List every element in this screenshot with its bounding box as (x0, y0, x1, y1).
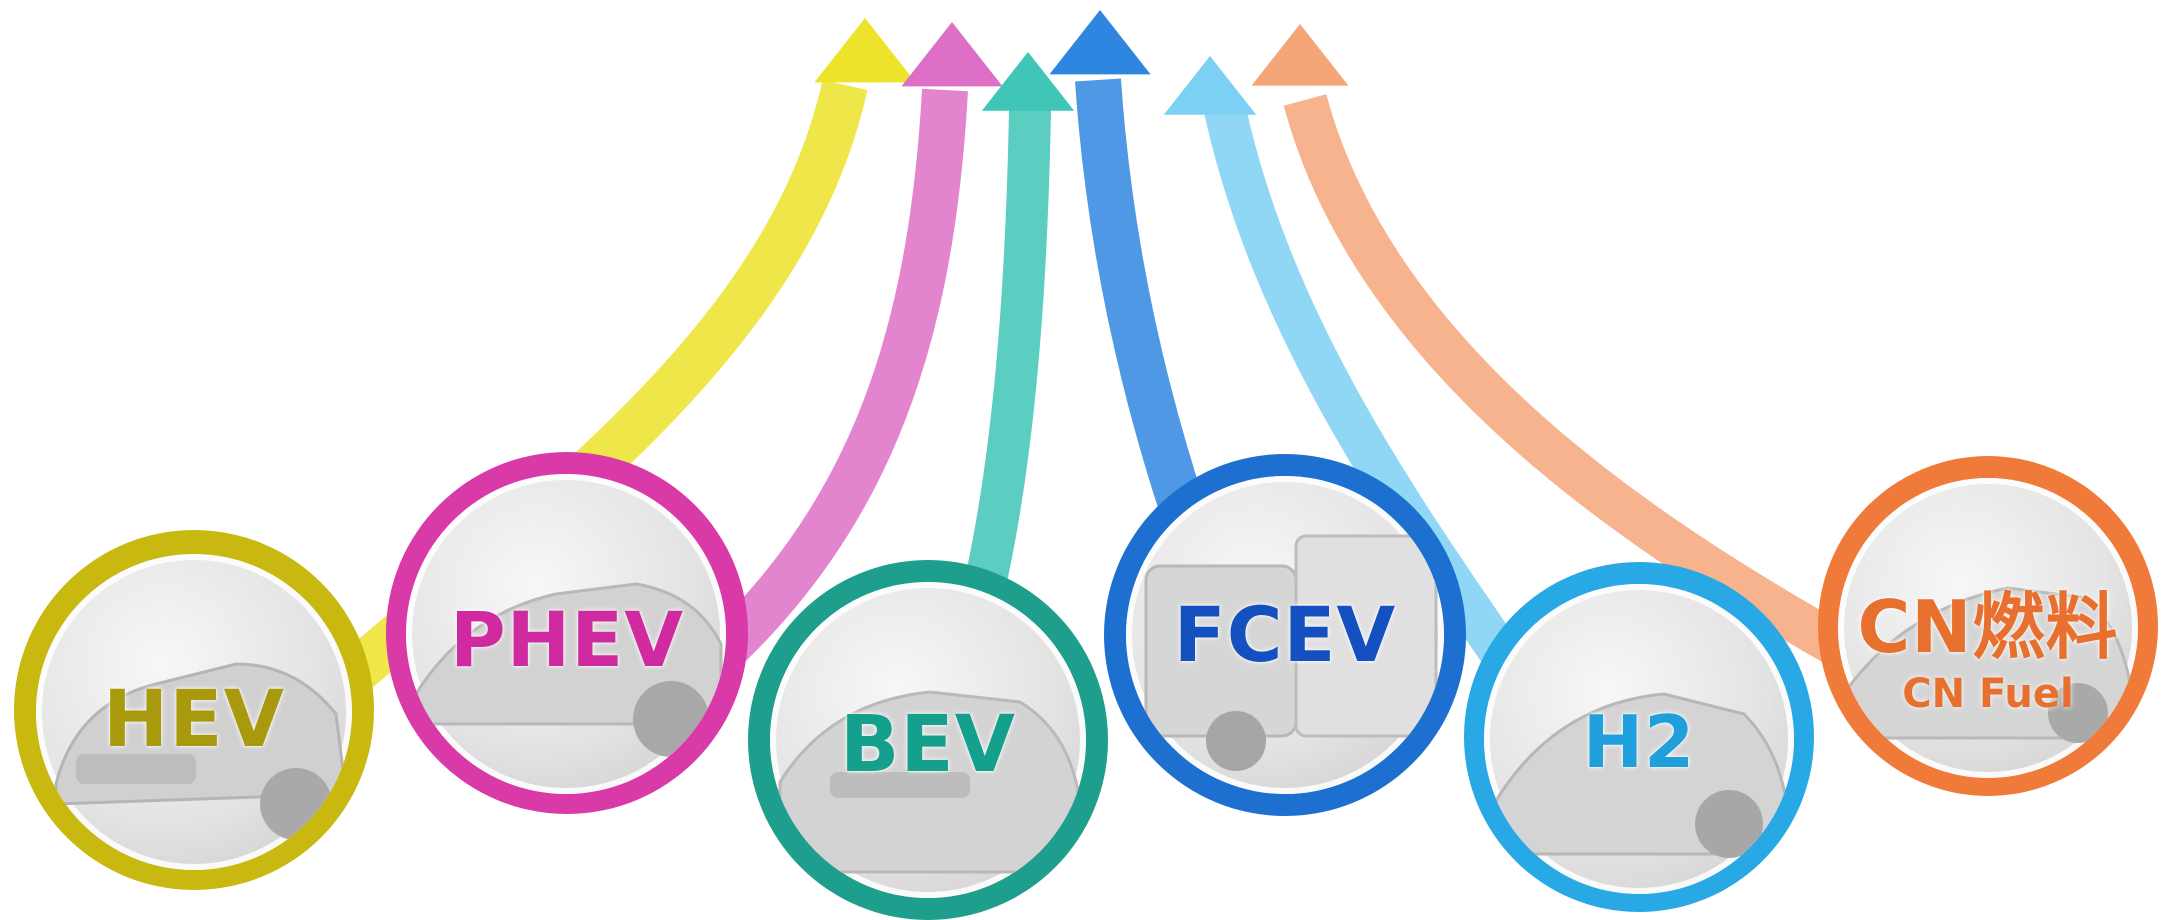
bev-arrowhead (981, 52, 1075, 111)
race-car-silhouette-icon (1492, 692, 1791, 858)
car-silhouette-icon (1846, 586, 2135, 743)
phev-arrowhead (901, 22, 1003, 87)
fcev-vehicle-image (1126, 476, 1444, 794)
cnfuel-arrowhead (1251, 24, 1349, 86)
cnfuel-sublabel: CN Fuel (1902, 671, 2074, 717)
bev-vehicle-image (770, 582, 1086, 898)
fcev-badge: FCEV (1104, 454, 1466, 816)
hev-badge: HEV (14, 530, 374, 890)
fcev-label: FCEV (1173, 590, 1397, 679)
h2-vehicle-image (1484, 584, 1794, 894)
hev-vehicle-image (36, 554, 352, 870)
h2-arrowhead (1163, 56, 1257, 115)
bev-badge: BEV (748, 560, 1108, 920)
phev-vehicle-image (406, 474, 726, 794)
h2-badge: H2 (1464, 562, 1814, 912)
bev-label: BEV (839, 700, 1017, 790)
cnfuel-label: CN燃料 (1857, 585, 2119, 669)
h2-label: H2 (1582, 700, 1696, 784)
cnfuel-arrow (1283, 94, 1911, 700)
hev-label: HEV (103, 675, 285, 765)
cnfuel-badge: CN燃料 CN Fuel (1818, 456, 2158, 796)
car-silhouette-icon (778, 690, 1082, 874)
cnfuel-vehicle-image (1838, 478, 2138, 778)
car-silhouette-icon (414, 582, 723, 757)
phev-badge: PHEV (386, 452, 748, 814)
car-silhouette-icon (54, 662, 348, 840)
hev-arrowhead (814, 18, 916, 83)
phev-label: PHEV (449, 595, 685, 684)
truck-silhouette-icon (1144, 534, 1438, 771)
fcev-arrowhead (1049, 10, 1151, 75)
